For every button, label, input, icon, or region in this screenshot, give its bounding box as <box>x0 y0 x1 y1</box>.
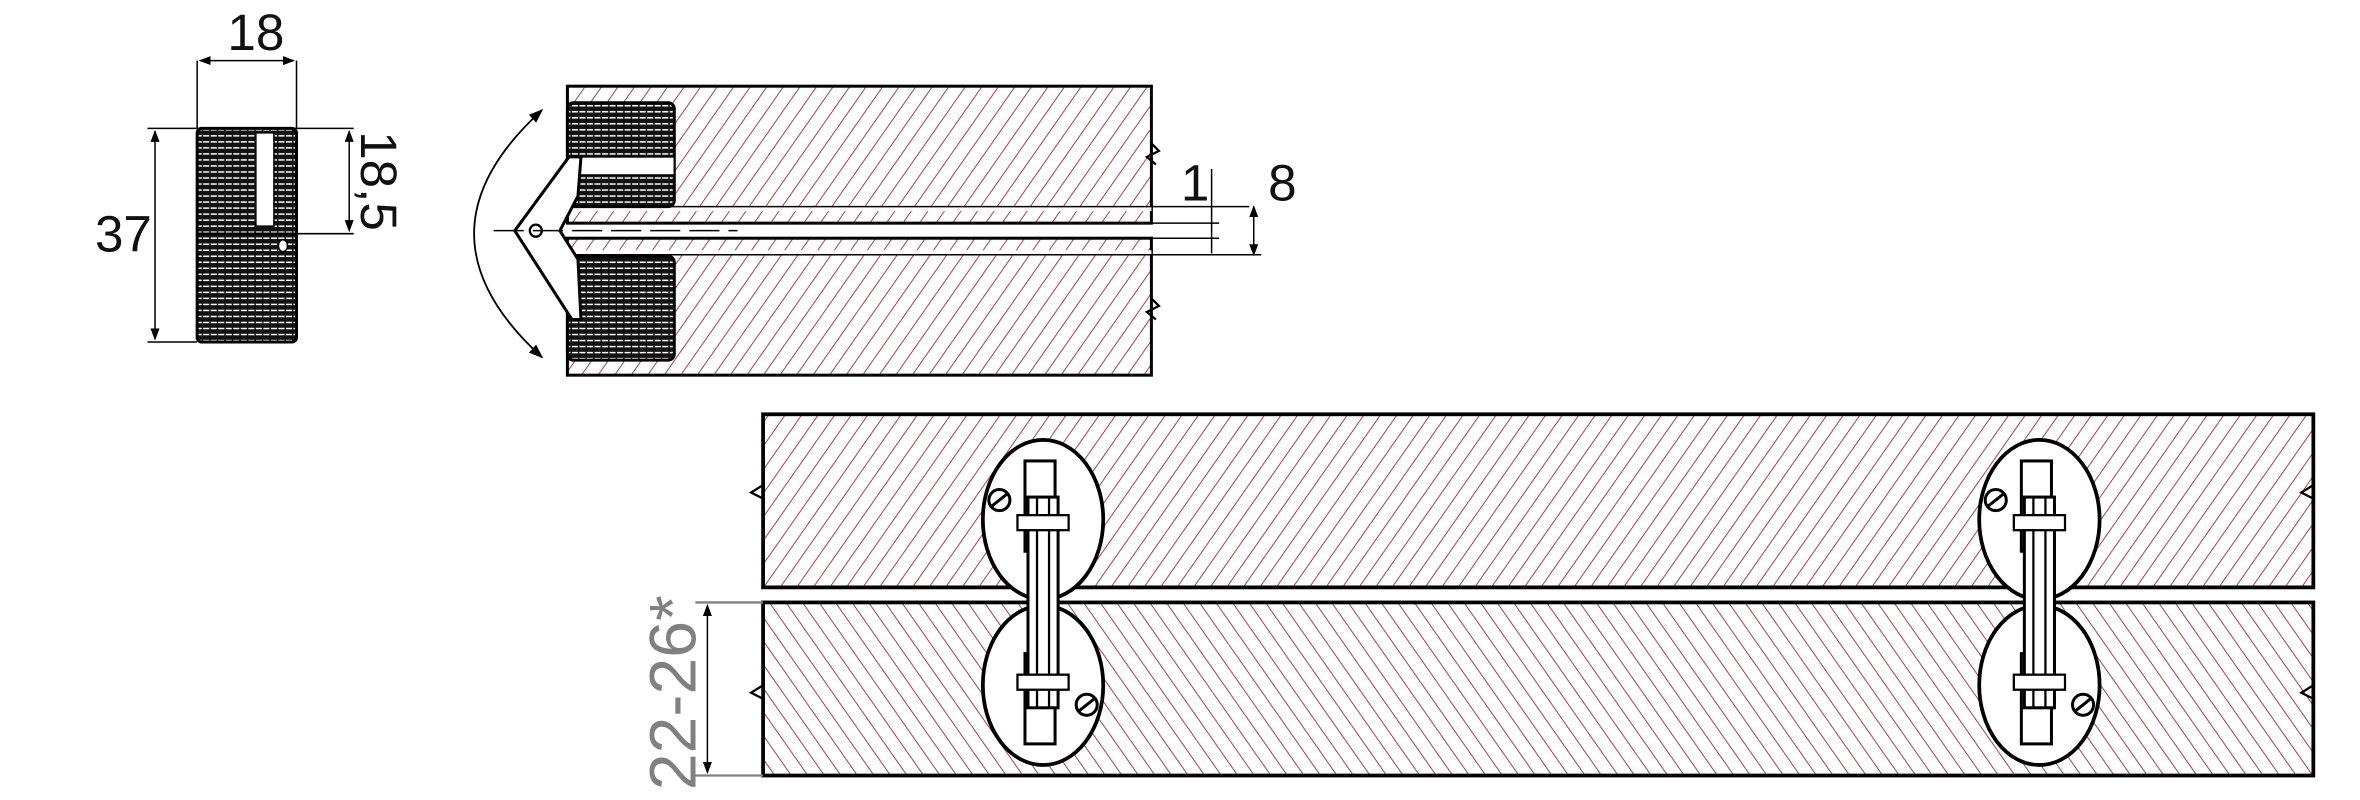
hinge-pocket-bottom <box>565 254 676 362</box>
dimension-height-label: 37 <box>95 206 152 263</box>
dimension-half-height-label: 18,5 <box>350 131 407 231</box>
section-view: 1 8 <box>473 84 1297 377</box>
hinge-lever <box>512 155 583 321</box>
dimension-gap-label: 1 <box>1181 155 1209 212</box>
hinge-pocket-top <box>565 101 676 209</box>
hinge-front-view: 18 37 18,5 <box>95 4 407 344</box>
rotation-arrow <box>473 109 544 359</box>
hidden-hinge-left <box>980 438 1106 767</box>
dimension-width-label: 18 <box>227 4 284 61</box>
hinge-pin <box>277 238 289 253</box>
hinge-body <box>195 126 299 344</box>
dimension-depth-label: 8 <box>1268 155 1296 212</box>
dimension-thickness-label: 22-26* <box>636 595 710 790</box>
plan-view: 22-26* <box>636 412 2316 790</box>
hinge-slot <box>255 132 275 227</box>
